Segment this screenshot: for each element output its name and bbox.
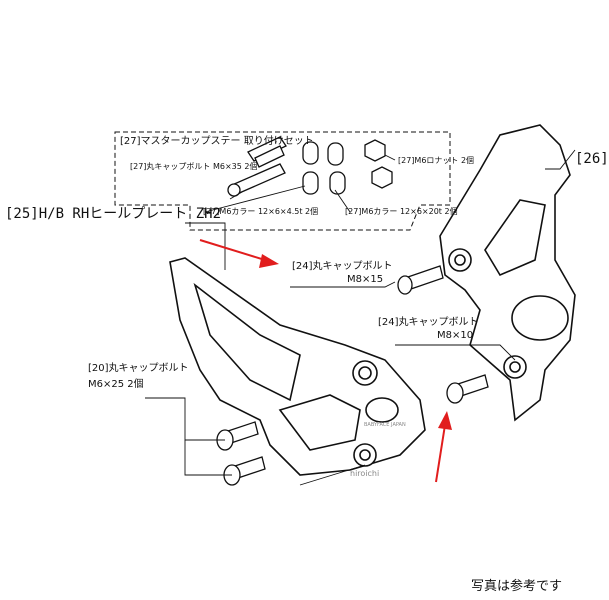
part24-lower-bolt xyxy=(446,374,489,404)
part27-set-label: [27]マスターカップステー 取り付けセット xyxy=(120,136,314,147)
part27-bolts xyxy=(227,136,287,197)
logo-emblem xyxy=(365,397,399,423)
part27-collars xyxy=(302,141,346,195)
part27-nut-label: [27]M6ロナット 2個 xyxy=(398,156,475,165)
part25-label: [25]H/B RHヒールプレート ZH2 xyxy=(5,206,222,222)
footer-note: 写真は参考です xyxy=(471,579,563,594)
part24-upper-name: [24]丸キャップボルト xyxy=(292,261,393,272)
part20-name: [20]丸キャップボルト xyxy=(88,363,189,374)
part27-bolt-label: [27]丸キャップボルト M6×35 2個 xyxy=(130,162,258,171)
part26-label: [26] xyxy=(575,151,609,167)
part26-plate xyxy=(439,124,576,422)
part27-dashed-outline xyxy=(114,131,451,231)
part24-lower-name: [24]丸キャップボルト xyxy=(378,317,479,328)
leader-lines xyxy=(145,149,576,486)
part20-size: M6×25 2個 xyxy=(88,379,144,390)
logo-text: BABYFACE JAPAN xyxy=(364,422,406,428)
part20-bolts xyxy=(216,421,266,486)
part27-collar-a-label: [27]M6カラー 12×6×4.5t 2個 xyxy=(203,207,319,216)
red-arrows xyxy=(199,239,452,483)
part24-lower-size: M8×10 xyxy=(437,330,474,341)
part24-upper-bolt xyxy=(397,265,444,295)
part24-upper-size: M8×15 xyxy=(347,274,384,285)
watermark: hiroichi xyxy=(350,469,380,478)
part25-plate xyxy=(169,257,426,476)
part27-collar-b-label: [27]M6カラー 12×6×20t 2個 xyxy=(345,207,458,216)
part27-nuts xyxy=(364,139,393,189)
